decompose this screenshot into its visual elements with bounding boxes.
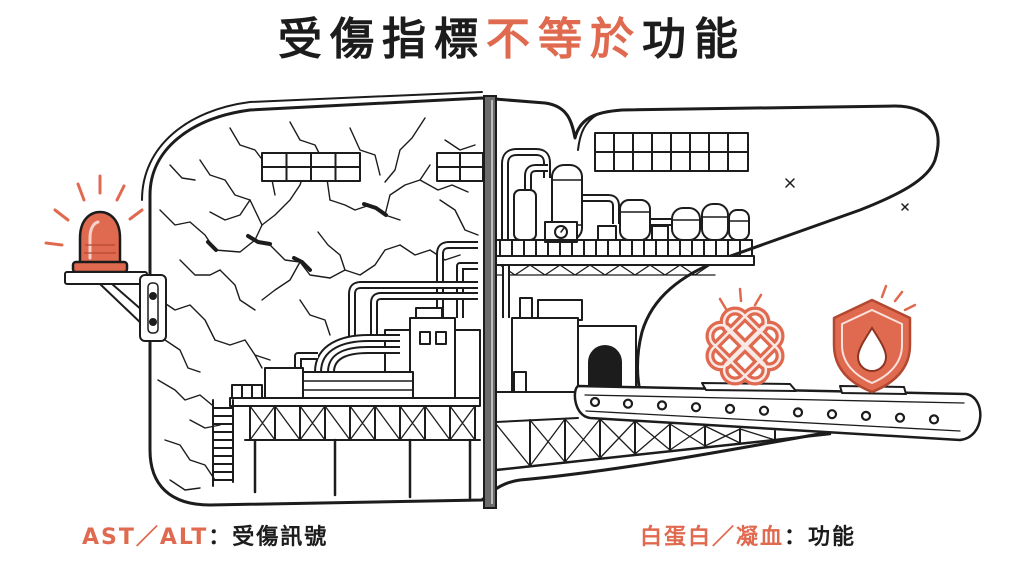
divider-pole <box>483 95 497 509</box>
alarm-rays <box>44 174 144 247</box>
mounting-plate <box>139 274 167 342</box>
pressure-gauge <box>544 221 578 243</box>
caption-right-rest: ：功能 <box>784 525 857 550</box>
caption-right-highlight: 白蛋白／凝血 <box>640 525 785 550</box>
sparkle-marks <box>785 178 909 211</box>
truss-left <box>244 405 481 500</box>
conveyor-belt <box>573 384 982 442</box>
caption-function: 白蛋白／凝血：功能 <box>640 519 856 551</box>
door <box>513 371 527 393</box>
railing-right <box>495 239 753 257</box>
siren-plate <box>64 271 148 285</box>
right-factory <box>494 152 832 472</box>
title-part-function: 功能 <box>642 14 746 65</box>
knot-icon <box>701 287 797 392</box>
building-tower <box>409 317 456 399</box>
caption-injury-signal: AST／ALT：受傷訊號 <box>82 519 328 551</box>
ladder <box>212 399 234 487</box>
shield-drop-icon <box>832 284 917 395</box>
platform-deck <box>229 397 481 407</box>
conveyor-rollers <box>589 396 940 425</box>
railing-left <box>231 384 263 399</box>
window-grid-right <box>594 132 749 172</box>
caption-left-highlight: AST／ALT <box>82 525 209 550</box>
drop-icon <box>856 326 888 372</box>
alarm-siren-icon <box>44 174 167 342</box>
siren-dome <box>78 210 122 268</box>
tunnel-opening <box>588 345 622 392</box>
page-title: 受傷指標不等於功能 <box>0 14 1024 67</box>
upper-platform <box>495 255 755 266</box>
caption-left-rest: ：受傷訊號 <box>208 525 329 550</box>
window-grid-left <box>261 152 484 182</box>
left-factory <box>212 245 481 500</box>
truss-right <box>494 418 832 472</box>
crack-lines <box>157 117 479 491</box>
title-part-injury-markers: 受傷指標 <box>278 14 486 65</box>
title-part-not-equal: 不等於 <box>486 14 642 65</box>
